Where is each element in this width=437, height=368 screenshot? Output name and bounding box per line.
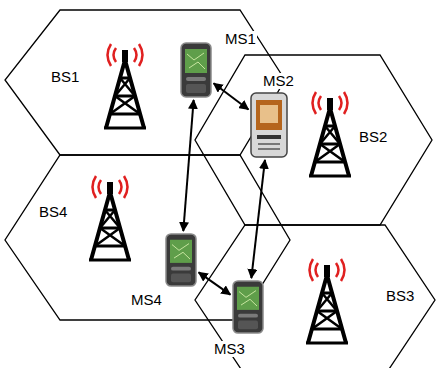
cell-border xyxy=(195,225,435,368)
base-station-tower xyxy=(89,176,131,260)
phone-body xyxy=(166,234,196,286)
link-arrow xyxy=(214,83,249,109)
cell-hexagon: BS3MS3 xyxy=(195,225,435,368)
mobile-label: MS4 xyxy=(130,292,163,308)
base-station-tower xyxy=(309,92,351,176)
cell-hexagon: BS2 MS2 xyxy=(195,55,432,225)
mobile-label: MS2 xyxy=(262,73,295,89)
phone-icon xyxy=(232,280,264,334)
mobile-station: MS4 xyxy=(165,233,197,287)
mobile-label: MS3 xyxy=(213,341,246,357)
station-label: BS2 xyxy=(358,129,388,145)
phone-body xyxy=(181,43,211,97)
cell-hexagon: BS1 MS1 xyxy=(5,10,285,155)
station-label: BS4 xyxy=(38,204,68,220)
mobile-station: MS1 xyxy=(180,42,212,98)
station-label: BS1 xyxy=(50,69,80,85)
mobile-label: MS1 xyxy=(224,31,257,47)
cell-border xyxy=(195,55,432,225)
mobile-station: MS2 xyxy=(250,92,288,158)
phone-icon xyxy=(180,42,212,98)
phone-icon xyxy=(165,233,197,287)
cell-border xyxy=(5,10,285,155)
link-arrow xyxy=(199,272,231,294)
base-station-tower xyxy=(306,259,348,343)
phone-body xyxy=(251,93,287,157)
link-arrow xyxy=(183,100,193,231)
station-label: BS3 xyxy=(385,288,415,304)
phone-icon xyxy=(250,92,288,158)
phone-body xyxy=(233,281,263,333)
base-station-tower xyxy=(104,44,146,128)
mobile-station: MS3 xyxy=(232,280,264,334)
hexagon-outline xyxy=(195,55,432,225)
